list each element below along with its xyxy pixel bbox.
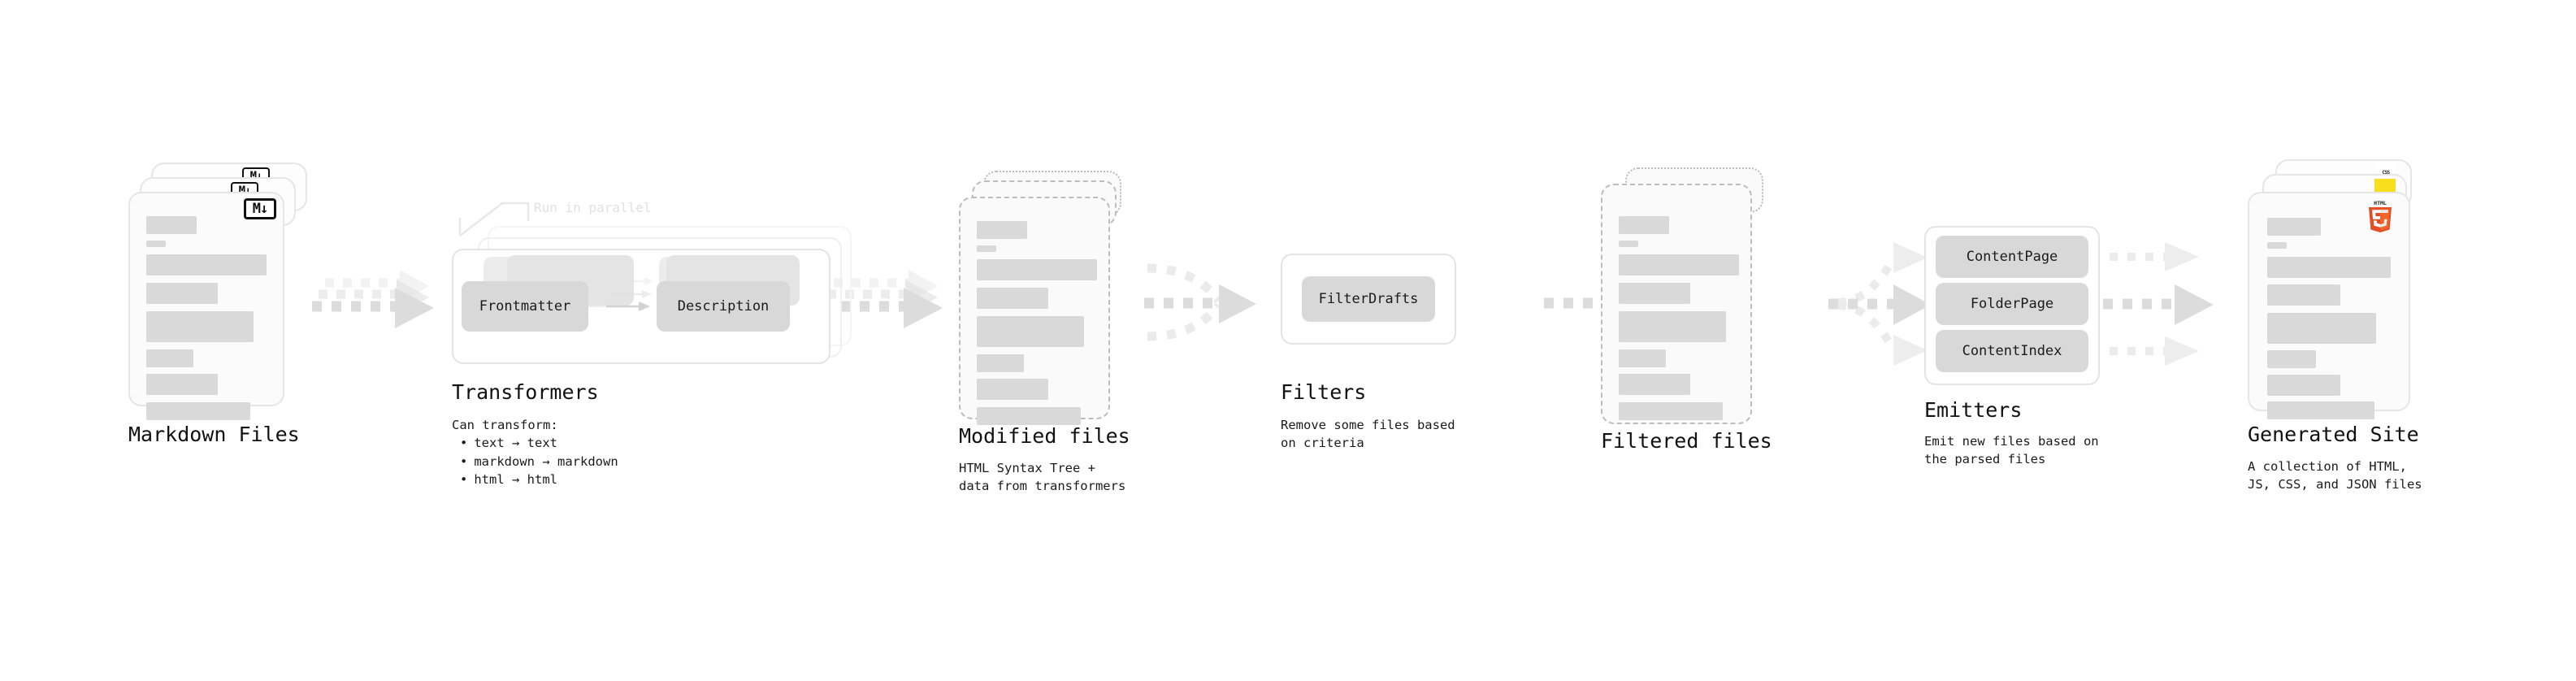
- stage-subtitle-filters: Remove some files based on criteria: [1281, 418, 1455, 451]
- skeleton-bar: [146, 349, 193, 367]
- skeleton-bar: [977, 316, 1084, 347]
- markdown-card-front: [128, 192, 284, 420]
- skeleton-bar: [977, 259, 1097, 280]
- run-in-parallel-label: Run in parallel: [534, 200, 652, 215]
- bullets-lead: Can transform:: [452, 418, 558, 432]
- skeleton-bar: [2267, 313, 2376, 344]
- svg-text:HTML: HTML: [2374, 200, 2387, 206]
- stage-title-generated-site: Generated Site: [2248, 423, 2419, 446]
- stage-subtitle-emitters: Emit new files based on the parsed files: [1924, 434, 2099, 467]
- skeleton-bar: [2267, 401, 2374, 419]
- transformers-bullet-list: Can transform: text → text markdown → ma…: [452, 416, 618, 489]
- emitter-pill-contentpage[interactable]: ContentPage: [1936, 236, 2088, 278]
- transformer-pill-description[interactable]: Description: [657, 281, 790, 332]
- stage-subtitle-modified-files: HTML Syntax Tree + data from transformer…: [959, 461, 1126, 494]
- skeleton-bar: [2267, 284, 2340, 306]
- emitter-pill-contentindex[interactable]: ContentIndex: [1936, 330, 2088, 372]
- stage-title-markdown-files: Markdown Files: [128, 423, 300, 446]
- transformer-pill-frontmatter[interactable]: Frontmatter: [462, 281, 588, 332]
- filter-pill-filterdrafts[interactable]: FilterDrafts: [1302, 276, 1435, 322]
- skeleton-bar: [146, 254, 267, 275]
- skeleton-bar: [1619, 283, 1690, 304]
- filtered-card-front: [1601, 184, 1752, 424]
- skeleton-bar: [146, 241, 166, 247]
- skeleton-bar: [1619, 254, 1739, 275]
- skeleton-bar: [2267, 257, 2391, 278]
- skeleton-bar: [1619, 349, 1666, 367]
- skeleton-bar: [977, 245, 996, 252]
- bullet-item: html → html: [460, 471, 618, 488]
- skeleton-bar: [977, 354, 1024, 372]
- skeleton-bar: [2267, 218, 2321, 236]
- stage-title-emitters: Emitters: [1924, 398, 2023, 422]
- modified-card-front: [959, 197, 1110, 425]
- stage-title-modified-files: Modified files: [959, 424, 1130, 448]
- html5-icon: HTML: [2366, 198, 2394, 234]
- skeleton-bar: [1619, 216, 1669, 234]
- skeleton-bar: [2267, 375, 2340, 396]
- skeleton-bar: [977, 407, 1081, 425]
- bullet-item: markdown → markdown: [460, 453, 618, 471]
- css-icon-label: CSS: [2382, 170, 2390, 176]
- skeleton-bar: [146, 216, 197, 234]
- skeleton-bar: [146, 402, 250, 420]
- skeleton-bar: [146, 374, 218, 395]
- stage-title-filters: Filters: [1281, 380, 1367, 404]
- skeleton-bar: [2267, 350, 2316, 368]
- skeleton-bar: [977, 288, 1048, 309]
- markdown-icon-front: M↓: [244, 198, 276, 219]
- stage-title-filtered-files: Filtered files: [1601, 429, 1772, 453]
- stage-title-transformers: Transformers: [452, 380, 599, 404]
- skeleton-bar: [2267, 242, 2287, 249]
- skeleton-bar: [1619, 241, 1638, 247]
- emitter-pill-folderpage[interactable]: FolderPage: [1936, 283, 2088, 325]
- skeleton-bar: [977, 379, 1048, 400]
- bullet-item: text → text: [460, 434, 618, 452]
- skeleton-bar: [146, 311, 254, 342]
- skeleton-bar: [977, 221, 1027, 239]
- skeleton-bar: [146, 283, 218, 304]
- skeleton-bar: [1619, 311, 1726, 342]
- skeleton-bar: [1619, 402, 1723, 420]
- skeleton-bar: [1619, 374, 1690, 395]
- js-icon: [2374, 179, 2396, 195]
- stage-subtitle-generated-site: A collection of HTML, JS, CSS, and JSON …: [2248, 459, 2422, 492]
